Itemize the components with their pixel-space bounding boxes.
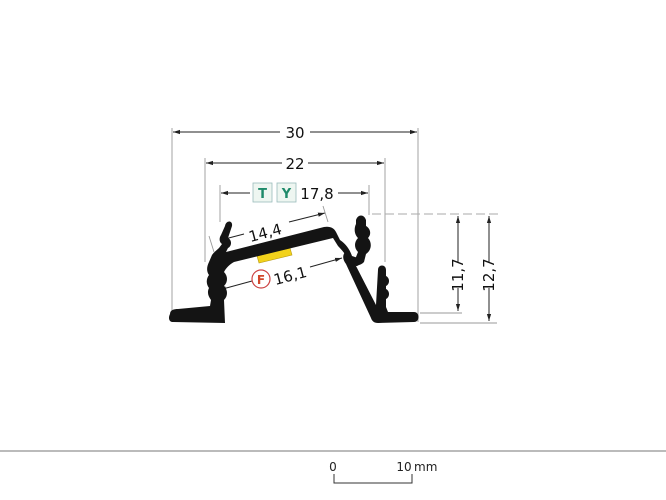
badge-y: Y	[276, 182, 297, 203]
scale-bar: 0 10 mm	[329, 460, 437, 484]
profile-left-section	[169, 221, 360, 323]
dimension-strip-seat-width: F 16,1	[218, 257, 343, 291]
dimension-label-11-7: 11,7	[449, 258, 467, 291]
dimension-label-17-8: 17,8	[300, 185, 333, 203]
dimension-overall-width: 30	[173, 124, 417, 142]
dimension-height-overall: 12,7	[480, 216, 498, 321]
badge-f: F	[251, 269, 271, 289]
dimension-led-strip-width: T Y 17,8	[221, 182, 368, 203]
scale-bar-unit: mm	[414, 460, 437, 474]
dimension-label-22: 22	[285, 155, 304, 173]
scale-bar-end-label: 10	[396, 460, 411, 474]
badge-t: T	[252, 182, 273, 203]
scale-bar-line	[333, 474, 413, 484]
profile-right-lip	[354, 215, 371, 265]
profile-right-section	[343, 252, 419, 323]
extension-lines	[171, 128, 500, 324]
dimension-label-16-1: 16,1	[272, 263, 309, 289]
svg-text:Y: Y	[281, 187, 292, 202]
scale-bar-start-label: 0	[329, 460, 337, 474]
dimension-label-30: 30	[285, 124, 304, 142]
dimension-inner-width: 22	[206, 155, 384, 173]
aluminium-profile	[169, 215, 419, 323]
dimension-height-inner: 11,7	[449, 216, 467, 311]
dimension-label-12-7: 12,7	[480, 258, 498, 291]
svg-text:F: F	[257, 273, 265, 287]
svg-text:T: T	[258, 187, 267, 202]
